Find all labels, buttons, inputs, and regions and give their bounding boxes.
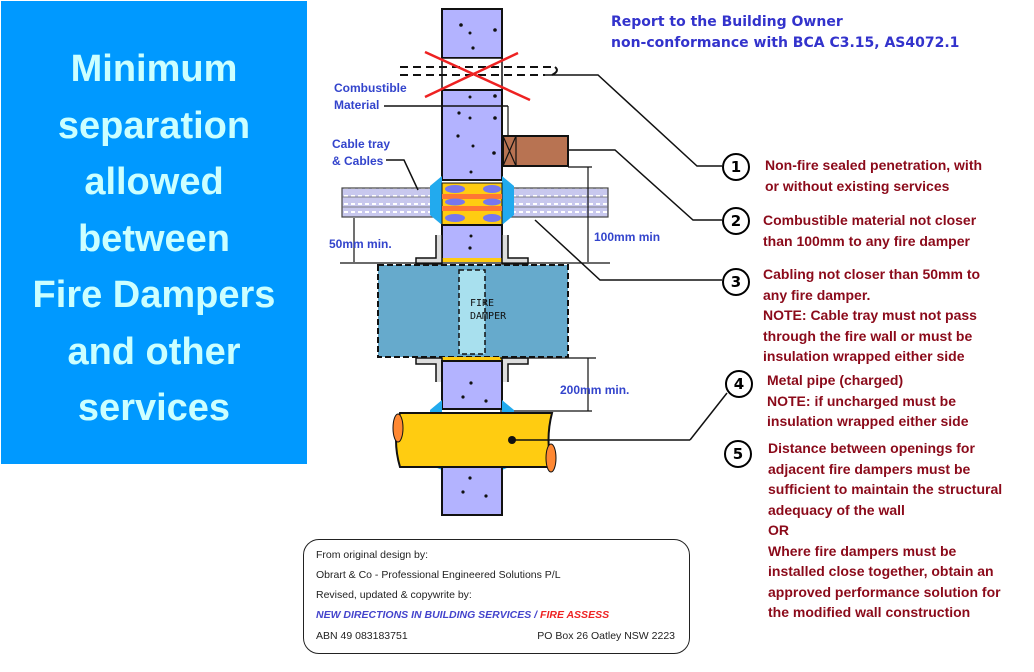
note-line: Where fire dampers must be (768, 542, 957, 559)
panel-title-line: Minimum (70, 48, 238, 90)
credit-box: From original design by: Obrart & Co - P… (303, 539, 690, 654)
note-line: Distance between openings for (768, 440, 975, 456)
label-combustible-line1: Combustible (334, 81, 407, 95)
note-line: Combustible material not closer (763, 212, 977, 228)
panel-title-line: allowed (84, 161, 224, 203)
wall-mid (441, 89, 503, 181)
note-line: OR (768, 522, 789, 538)
wall-lower-mid (441, 224, 503, 261)
report-title-line2: non-conformance with BCA C3.15, AS4072.1 (611, 35, 960, 51)
note-line: Cabling not closer than 50mm to (763, 266, 981, 282)
credit-line-revised: Revised, updated & copywrite by: (316, 589, 472, 601)
sealant (502, 176, 514, 225)
leader-2 (568, 149, 722, 221)
note-line: through the fire wall or must be (763, 327, 973, 344)
report-title: Report to the Building Owner non-conform… (611, 12, 959, 54)
label-combustible-line2: Material (334, 98, 380, 112)
cross-out-mark (424, 50, 531, 102)
panel-title-line: services (77, 387, 231, 429)
note-line: or without existing services (765, 177, 950, 194)
note-2: Combustible material not closer than 100… (763, 210, 976, 251)
panel-title-line: and other (67, 330, 241, 373)
note-line: NOTE: Cable tray must not pass (763, 307, 977, 323)
note-line: adequacy of the wall (768, 501, 905, 518)
credit-line-original: From original design by: (316, 549, 429, 561)
label-cable-tray-line2: & Cables (332, 154, 384, 168)
label-200mm-min: 200mm min. (560, 383, 630, 397)
note-line: any fire damper. (763, 286, 871, 303)
wall-bottom (441, 466, 503, 516)
note-line: the modified wall construction (768, 604, 971, 620)
brand-new-directions: NEW DIRECTIONS IN BUILDING SERVICES / (316, 609, 538, 621)
cable-tray-left (341, 187, 443, 218)
callout-number-3: 3 (722, 268, 750, 296)
leader-1 (545, 74, 722, 167)
panel-title-line: Fire Dampers (32, 274, 276, 316)
fire-damper-label-line1: FIRE (470, 298, 494, 309)
label-100mm-min: 100mm min (594, 230, 661, 244)
callout-number-1: 1 (722, 153, 750, 181)
note-line: installed close together, obtain an (768, 563, 994, 579)
label-50mm-min: 50mm min. (329, 237, 392, 251)
panel-title-line: separation (57, 104, 251, 147)
note-4: Metal pipe (charged) NOTE: if uncharged … (767, 370, 968, 432)
fire-damper-blade (458, 269, 486, 355)
brand-fire-assess: FIRE ASSESS (540, 609, 610, 621)
panel-title-line: between (77, 217, 231, 260)
note-line: insulation wrapped either side (763, 348, 965, 364)
callout-number-4: 4 (725, 370, 753, 398)
leader-3 (534, 219, 722, 281)
panel-title: Minimum separation allowed between Fire … (1, 41, 307, 437)
combustible-material (502, 135, 569, 167)
concrete-aggregate (456, 23, 497, 174)
label-cable-tray-line1: Cable tray (332, 137, 391, 151)
credit-address: PO Box 26 Oatley NSW 2223 (537, 630, 675, 642)
credit-abn: ABN 49 083183751 (316, 630, 408, 642)
cross-out-mark (424, 51, 519, 99)
credit-line-company: Obrart & Co - Professional Engineered So… (316, 569, 561, 581)
wall-upper (441, 8, 503, 59)
callout-number-2: 2 (722, 207, 750, 235)
pipe-end (392, 413, 404, 443)
note-line: sufficient to maintain the structural (768, 481, 1003, 497)
note-5: Distance between openings for adjacent f… (768, 438, 1002, 623)
wall-lower (441, 360, 503, 410)
pipe-end (545, 443, 557, 473)
note-line: NOTE: if uncharged must be (767, 392, 957, 409)
note-line: Non-fire sealed penetration, with (765, 157, 983, 173)
note-line: adjacent fire dampers must be (768, 460, 971, 477)
report-title-line1: Report to the Building Owner (611, 14, 843, 30)
cable-tray-right (503, 187, 609, 218)
sealant (430, 176, 442, 225)
callout-number-5: 5 (724, 440, 752, 468)
credit-brand: NEW DIRECTIONS IN BUILDING SERVICES / FI… (316, 608, 609, 622)
title-panel: Minimum separation allowed between Fire … (1, 1, 307, 464)
note-line: than 100mm to any fire damper (763, 232, 970, 249)
note-line: insulation wrapped either side (767, 413, 969, 429)
note-3: Cabling not closer than 50mm to any fire… (763, 264, 980, 367)
note-1: Non-fire sealed penetration, with or wit… (765, 155, 982, 196)
fire-damper-label-line2: DAMPER (470, 311, 507, 322)
note-line: approved performance solution for (768, 583, 1001, 600)
note-line: Metal pipe (charged) (767, 372, 904, 388)
